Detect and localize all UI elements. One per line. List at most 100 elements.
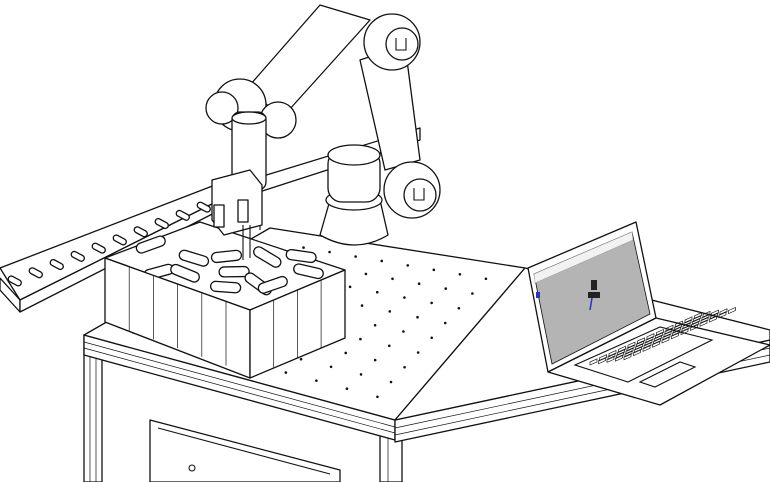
mounting-hole <box>345 387 349 391</box>
robot-model-on-screen <box>588 280 600 311</box>
keyboard-key <box>680 327 689 336</box>
mounting-hole <box>391 277 394 281</box>
cylindrical-part <box>170 263 200 283</box>
keyboard-key <box>728 306 736 315</box>
mounting-hole <box>359 337 362 341</box>
keyboard-key <box>615 354 623 362</box>
keyboard-key <box>633 348 641 357</box>
mounting-hole <box>376 395 379 399</box>
mounting-hole <box>373 358 377 362</box>
keyboard-key <box>634 346 642 354</box>
cylindrical-part <box>257 275 288 294</box>
mounting-hole <box>443 321 447 325</box>
roller <box>133 226 148 238</box>
keyboard-key <box>645 336 654 344</box>
mounting-hole <box>430 301 433 305</box>
keyboard-key <box>702 310 711 319</box>
keyboard-key <box>692 317 700 326</box>
mounting-hole <box>406 264 410 267</box>
keyboard-key <box>671 332 679 340</box>
keyboard-key <box>627 341 636 349</box>
keyboard-key <box>682 322 691 330</box>
keyboard-key <box>616 351 624 359</box>
cylindrical-part <box>285 248 317 264</box>
keyboard-key <box>608 349 617 358</box>
keyboard-key <box>701 313 710 321</box>
keyboard-key <box>673 326 681 334</box>
cylindrical-part <box>209 280 242 294</box>
mounting-hole <box>359 373 363 376</box>
mounting-hole <box>328 250 331 254</box>
mounting-hole <box>432 268 436 272</box>
keyboard-key <box>718 311 727 319</box>
mounting-hole <box>457 306 461 310</box>
keyboard-key <box>694 312 702 320</box>
roller <box>175 209 190 221</box>
roller <box>112 234 127 246</box>
keyboard-key <box>691 320 699 329</box>
cylindrical-part <box>253 246 282 268</box>
mounting-hole <box>354 255 357 258</box>
mounting-hole <box>387 344 391 348</box>
robot-arm <box>205 4 441 260</box>
keyboard-key <box>624 350 633 358</box>
keyboard-key <box>684 316 693 324</box>
keyboard-key <box>653 337 661 345</box>
keyboard-key <box>625 347 634 355</box>
mounting-hole <box>329 365 333 369</box>
keyboard-key <box>681 325 690 333</box>
keyboard-key <box>644 338 653 347</box>
keyboard-key <box>664 327 673 335</box>
mounting-hole <box>417 282 421 286</box>
keyboard-key <box>626 344 635 352</box>
keyboard-key <box>617 348 625 356</box>
mounting-hole <box>284 371 288 374</box>
keyboard-key <box>709 315 717 323</box>
mounting-hole <box>389 380 393 384</box>
mounting-hole <box>430 336 434 340</box>
mounting-hole <box>402 330 405 333</box>
mounting-hole <box>403 365 406 369</box>
keyboard-key <box>607 352 616 361</box>
keyboard-key <box>674 323 682 331</box>
keyboard-key <box>711 309 719 317</box>
parts-crate <box>104 221 346 379</box>
keyboard-key <box>637 337 645 345</box>
keyboard-key <box>618 345 626 353</box>
cylindrical-part <box>210 249 243 264</box>
mounting-hole <box>484 277 488 281</box>
keyboard-key <box>690 323 698 331</box>
roller <box>7 275 22 287</box>
roller <box>49 259 64 271</box>
keyboard-key <box>699 319 708 327</box>
keyboard-key <box>661 336 670 344</box>
keyboard-key <box>662 333 671 341</box>
roller <box>196 201 211 213</box>
keyboard-key <box>598 357 606 365</box>
keyboard-key <box>675 320 683 328</box>
keyboard-key <box>663 330 672 338</box>
keyboard-key <box>635 343 643 351</box>
cylindrical-part <box>178 249 210 267</box>
keyboard-key <box>710 312 718 320</box>
cylindrical-part <box>135 235 166 254</box>
keyboard-key <box>646 333 655 341</box>
mounting-hole <box>380 259 384 263</box>
mounting-hole <box>344 351 348 355</box>
mounting-hole <box>471 292 474 295</box>
mounting-hole <box>360 304 364 307</box>
keyboard-key <box>636 340 644 348</box>
keyboard-key <box>719 308 728 316</box>
keyboard-key <box>606 355 615 363</box>
mounting-hole <box>444 287 448 290</box>
mounting-hole <box>416 351 420 354</box>
mounting-hole <box>302 246 305 249</box>
keyboard-key <box>693 315 701 323</box>
mounting-hole <box>375 290 379 294</box>
mounting-hole <box>458 273 462 276</box>
keyboard-key <box>672 329 680 337</box>
roller <box>154 218 169 230</box>
roller <box>28 267 43 279</box>
keyboard-key <box>683 319 692 327</box>
